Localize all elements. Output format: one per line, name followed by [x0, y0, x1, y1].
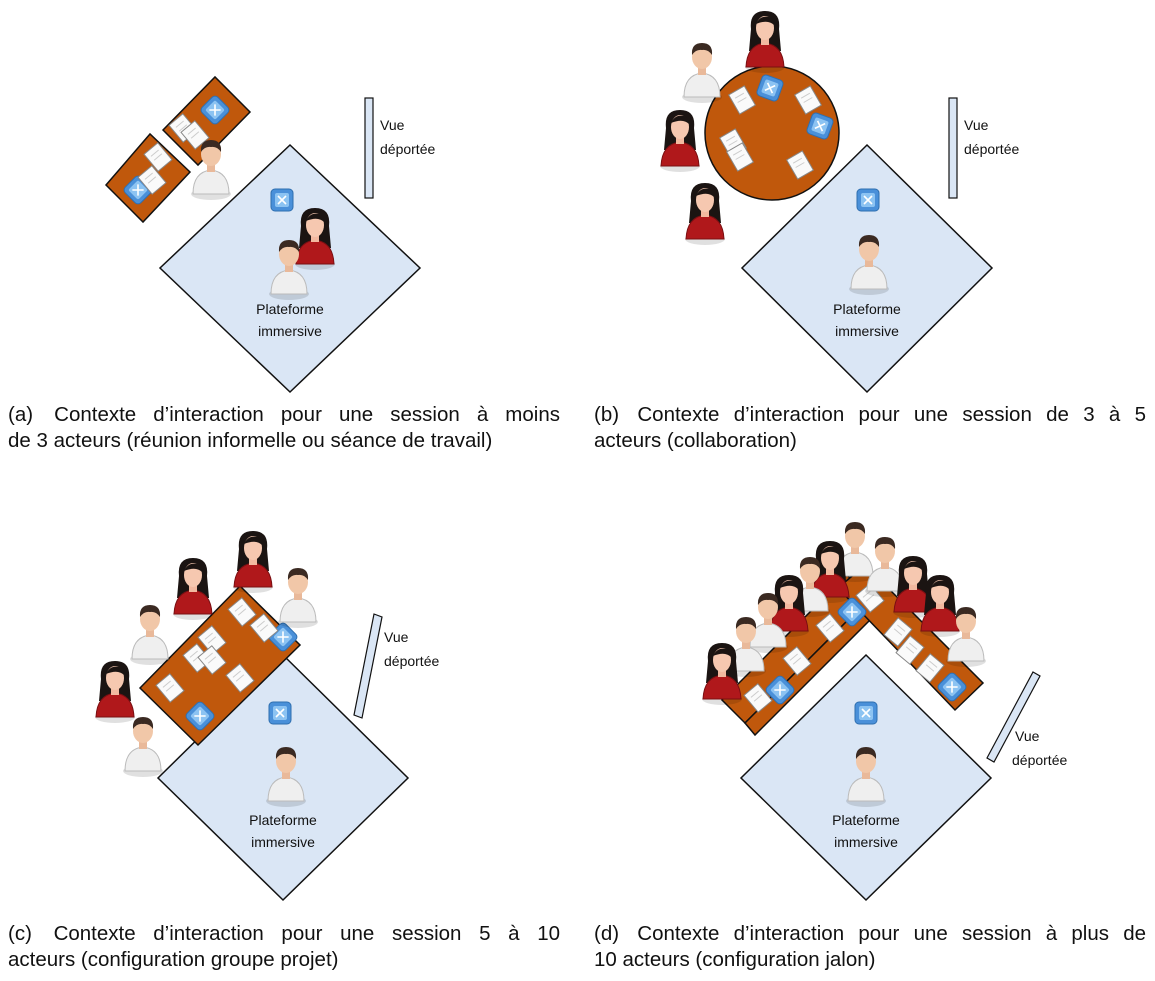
panel-b-diagram: Plateforme immersive Vue déportée	[659, 10, 1019, 394]
remote-view-label-line1: Vue	[964, 117, 989, 133]
caption-d-text-line1: Contexte d’interaction pour une session …	[637, 922, 1146, 945]
remote-view-label-line2: déportée	[380, 141, 435, 157]
caption-c-label: (c)	[8, 922, 32, 945]
caption-a-text-line1: Contexte d’interaction pour une session …	[54, 403, 560, 426]
tablet-device-icon	[270, 188, 294, 212]
tablet-device-icon	[856, 188, 880, 212]
caption-b-label: (b)	[594, 403, 620, 426]
caption-d-line1: (d) Contexte d’interaction pour une sess…	[594, 921, 1146, 947]
platform-label-line1: Plateforme	[256, 301, 324, 317]
platform-label-line1: Plateforme	[249, 812, 317, 828]
tablet-device-icon	[268, 701, 292, 725]
remote-view-label-line1: Vue	[384, 629, 409, 645]
panel-a-diagram: Plateforme immersive Vue déportée	[104, 75, 435, 394]
woman-actor	[659, 109, 701, 173]
tablet-device-icon	[854, 701, 878, 725]
caption-d-text-line2: 10 acteurs (configuration jalon)	[594, 948, 876, 971]
woman-actor	[684, 182, 726, 246]
remote-view-label-line1: Vue	[1015, 728, 1040, 744]
caption-a-line1: (a) Contexte d’interaction pour une sess…	[8, 402, 560, 428]
caption-b: (b) Contexte d’interaction pour une sess…	[594, 402, 1146, 454]
remote-view-label-line1: Vue	[380, 117, 405, 133]
platform-label-line2: immersive	[834, 834, 898, 850]
caption-b-text-line1: Contexte d’interaction pour une session …	[637, 403, 1146, 426]
caption-d: (d) Contexte d’interaction pour une sess…	[594, 921, 1146, 973]
man-actor	[277, 567, 319, 629]
caption-b-line1: (b) Contexte d’interaction pour une sess…	[594, 402, 1146, 428]
man-actor	[129, 604, 171, 666]
caption-b-text-line2: acteurs (collaboration)	[594, 429, 797, 452]
platform-label-line2: immersive	[835, 323, 899, 339]
platform-label-line2: immersive	[251, 834, 315, 850]
platform-label-line1: Plateforme	[833, 301, 901, 317]
caption-c-text-line2: acteurs (configuration groupe projet)	[8, 948, 339, 971]
remote-view-label-line2: déportée	[384, 653, 439, 669]
remote-view-label-line2: déportée	[964, 141, 1019, 157]
caption-c-line1: (c) Contexte d’interaction pour une sess…	[8, 921, 560, 947]
woman-actor	[232, 530, 274, 594]
work-table-upper	[161, 75, 252, 167]
caption-a-label: (a)	[8, 403, 34, 426]
remote-view-screen	[364, 97, 374, 199]
caption-c: (c) Contexte d’interaction pour une sess…	[8, 921, 560, 973]
panel-c-diagram: Plateforme immersive Vue déportée	[94, 530, 439, 902]
platform-label-line1: Plateforme	[832, 812, 900, 828]
platform-label-line2: immersive	[258, 323, 322, 339]
man-actor	[681, 42, 723, 104]
woman-actor	[172, 557, 214, 621]
caption-a: (a) Contexte d’interaction pour une sess…	[8, 402, 560, 454]
remote-view-screen	[948, 97, 958, 199]
remote-view-screen	[353, 613, 383, 719]
woman-actor	[94, 660, 136, 724]
remote-view-label-line2: déportée	[1012, 752, 1067, 768]
panel-d-diagram: Plateforme immersive Vue déportée	[701, 521, 1067, 902]
man-actor	[122, 716, 164, 778]
remote-view-screen	[986, 671, 1041, 763]
caption-d-label: (d)	[594, 922, 620, 945]
caption-c-text-line1: Contexte d’interaction pour une session …	[53, 922, 560, 945]
woman-actor	[744, 10, 786, 74]
caption-a-text-line2: de 3 acteurs (réunion informelle ou séan…	[8, 429, 493, 452]
